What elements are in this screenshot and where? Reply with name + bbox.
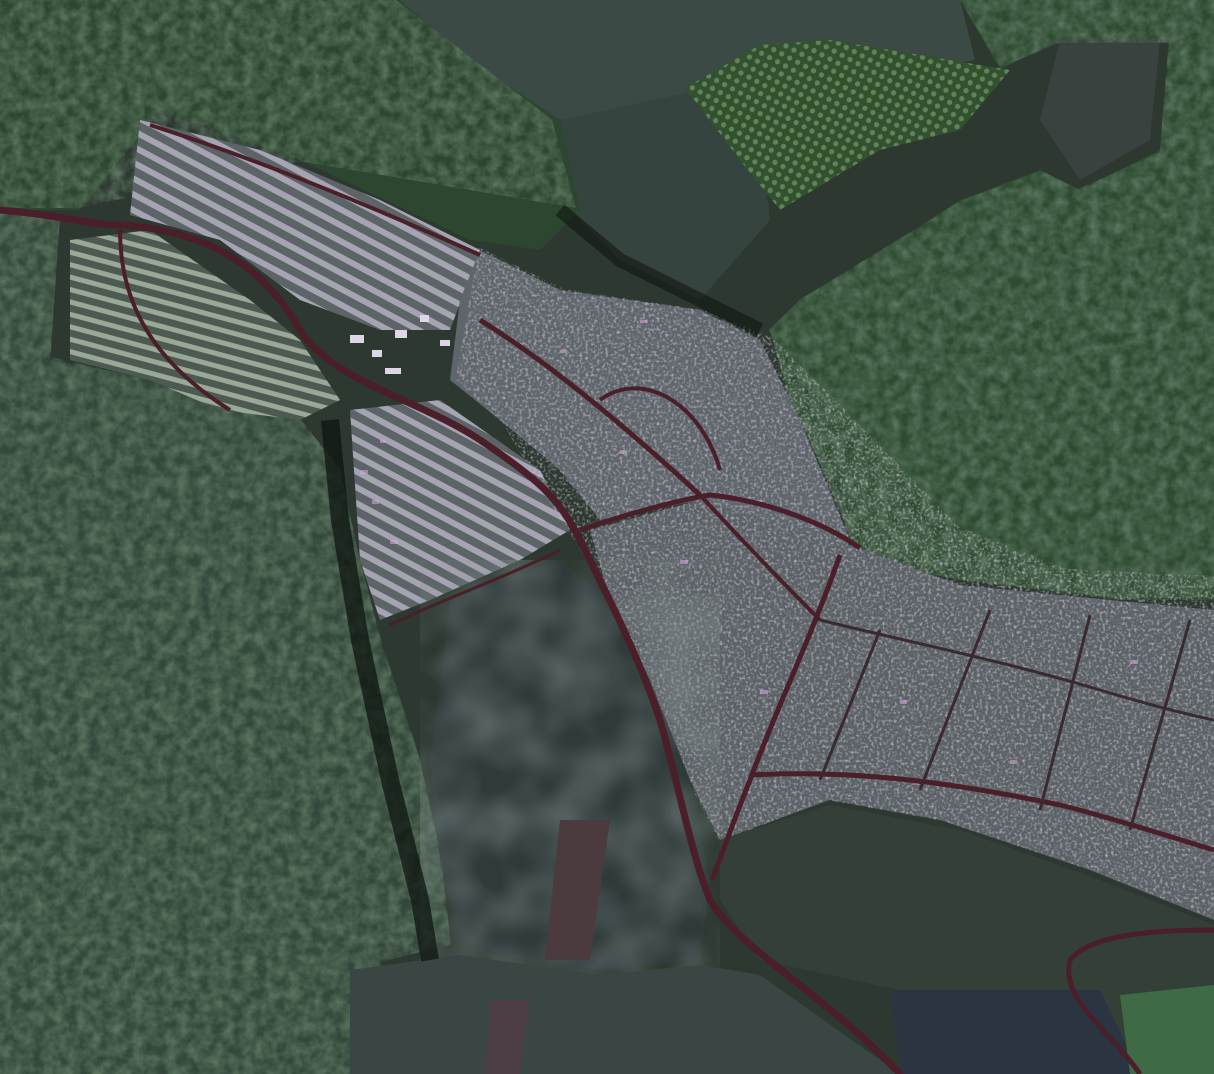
field-top-right-strip — [1040, 40, 1160, 180]
settlement-northwest-rows — [130, 120, 480, 330]
side-road-north — [149, 123, 481, 257]
side-road-block-1 — [819, 618, 1214, 722]
main-road — [0, 206, 904, 1074]
treeline-shadow — [321, 419, 439, 962]
grove-bottom-right — [1120, 985, 1214, 1074]
side-road-northwest — [118, 229, 232, 412]
side-road-block-4 — [1038, 614, 1092, 811]
settlement-west — [70, 230, 340, 420]
side-road-block-3 — [918, 609, 992, 791]
plantation-top — [685, 40, 1010, 210]
building-cluster — [350, 315, 450, 374]
rooftop-highlights — [360, 320, 1138, 764]
field-strip-brown — [545, 820, 610, 960]
side-road-south-1 — [709, 554, 843, 881]
side-road-south-diag — [698, 493, 822, 622]
side-road-southeast-loop — [1066, 927, 1214, 1074]
pond-southeast — [890, 990, 1140, 1074]
side-road-block-5 — [1128, 619, 1192, 831]
field-bottom-strip — [485, 1000, 530, 1074]
treeline-shadow-north — [555, 204, 764, 337]
settlement-south-rows — [350, 400, 570, 620]
side-road-block-2 — [818, 629, 882, 781]
side-road-east-1 — [579, 492, 862, 551]
side-road-east-3 — [598, 386, 722, 471]
side-road-east-2 — [478, 317, 702, 497]
side-road-southwest — [389, 548, 561, 627]
side-road-cross — [749, 771, 1214, 853]
